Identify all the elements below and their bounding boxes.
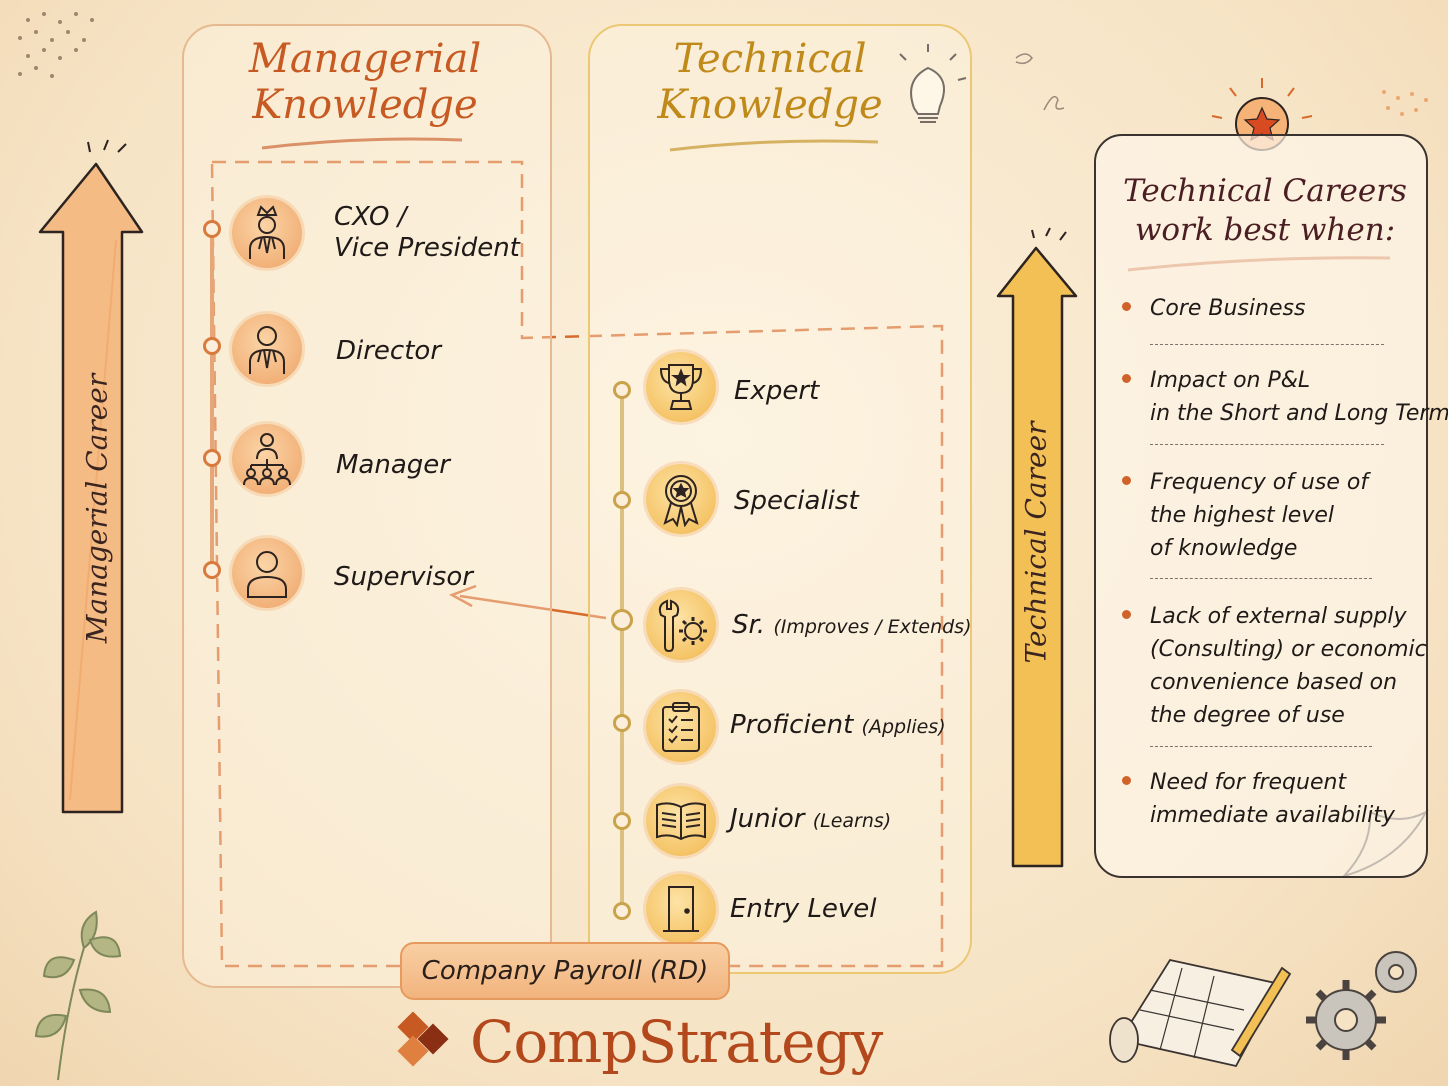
checklist-clipboard-icon (646, 692, 716, 762)
award-ribbon-icon (646, 464, 716, 534)
role-node (613, 902, 631, 920)
bullet-dot (1122, 476, 1131, 485)
corner-dots-right-decoration (1382, 90, 1428, 116)
squiggle-decoration (1015, 53, 1033, 65)
card-separator (1150, 344, 1384, 345)
role-node (611, 609, 633, 631)
role-entry-level: Entry Level (730, 894, 877, 924)
card-separator (1150, 578, 1372, 579)
gears-icon (1306, 951, 1417, 1060)
managerial-career-arrow (38, 139, 144, 814)
light-bulb-icon (899, 44, 967, 123)
role-junior: Junior (Learns) (730, 804, 892, 834)
sr-to-supervisor-arrow (449, 584, 607, 620)
technical-career-label: Technical Career (1019, 421, 1053, 664)
bullet-dot (1122, 610, 1131, 619)
manager-team-icon (232, 424, 302, 494)
blueprint-scroll-icon (1109, 958, 1292, 1068)
corner-dots-decoration (18, 12, 94, 78)
door-icon (646, 874, 716, 944)
executive-crown-icon (232, 198, 302, 268)
managerial-knowledge-heading: Managerial Knowledge (248, 36, 482, 128)
managerial-knowledge-panel (182, 24, 552, 988)
role-specialist: Specialist (734, 486, 859, 516)
wrench-gear-icon (646, 590, 716, 660)
compstrategy-logo-icon (397, 1011, 449, 1067)
technical-career-arrow (996, 227, 1078, 868)
role-node (613, 812, 631, 830)
trophy-icon (646, 352, 716, 422)
technical-heading-underline (669, 139, 879, 152)
bullet-dot (1122, 776, 1131, 785)
role-director: Director (336, 336, 442, 366)
managerial-heading-underline (261, 137, 463, 150)
card-title: Technical Careers work best when: (1123, 173, 1407, 248)
technical-knowledge-heading: Technical Knowledge (657, 36, 883, 128)
role-supervisor: Supervisor (334, 562, 473, 592)
managerial-career-label: Managerial Career (80, 373, 114, 644)
card-separator (1150, 746, 1372, 747)
director-person-icon (232, 314, 302, 384)
role-node (613, 491, 631, 509)
payroll-dashed-boundary (210, 160, 944, 968)
role-node (613, 381, 631, 399)
role-node (203, 449, 221, 467)
card-separator (1150, 444, 1384, 445)
role-manager: Manager (336, 450, 450, 480)
brand-logo: CompStrategy (392, 1004, 912, 1080)
role-senior: Sr. (Improves / Extends) (732, 610, 972, 640)
technical-careers-card (1094, 134, 1428, 878)
role-proficient: Proficient (Applies) (730, 710, 946, 740)
role-cxo-vp: CXO / Vice President (334, 202, 520, 264)
squiggle-decoration-2 (1043, 95, 1065, 111)
role-node (203, 561, 221, 579)
role-node (613, 714, 631, 732)
leaf-plant-decoration (34, 910, 122, 1081)
role-node (203, 337, 221, 355)
company-payroll-label: Company Payroll (RD) (400, 942, 730, 1000)
role-node (203, 220, 221, 238)
bullet-dot (1122, 302, 1131, 311)
open-book-icon (646, 786, 716, 856)
bullet-dot (1122, 374, 1131, 383)
role-expert: Expert (734, 376, 820, 406)
supervisor-person-icon (232, 538, 302, 608)
brand-name: CompStrategy (470, 1008, 883, 1076)
